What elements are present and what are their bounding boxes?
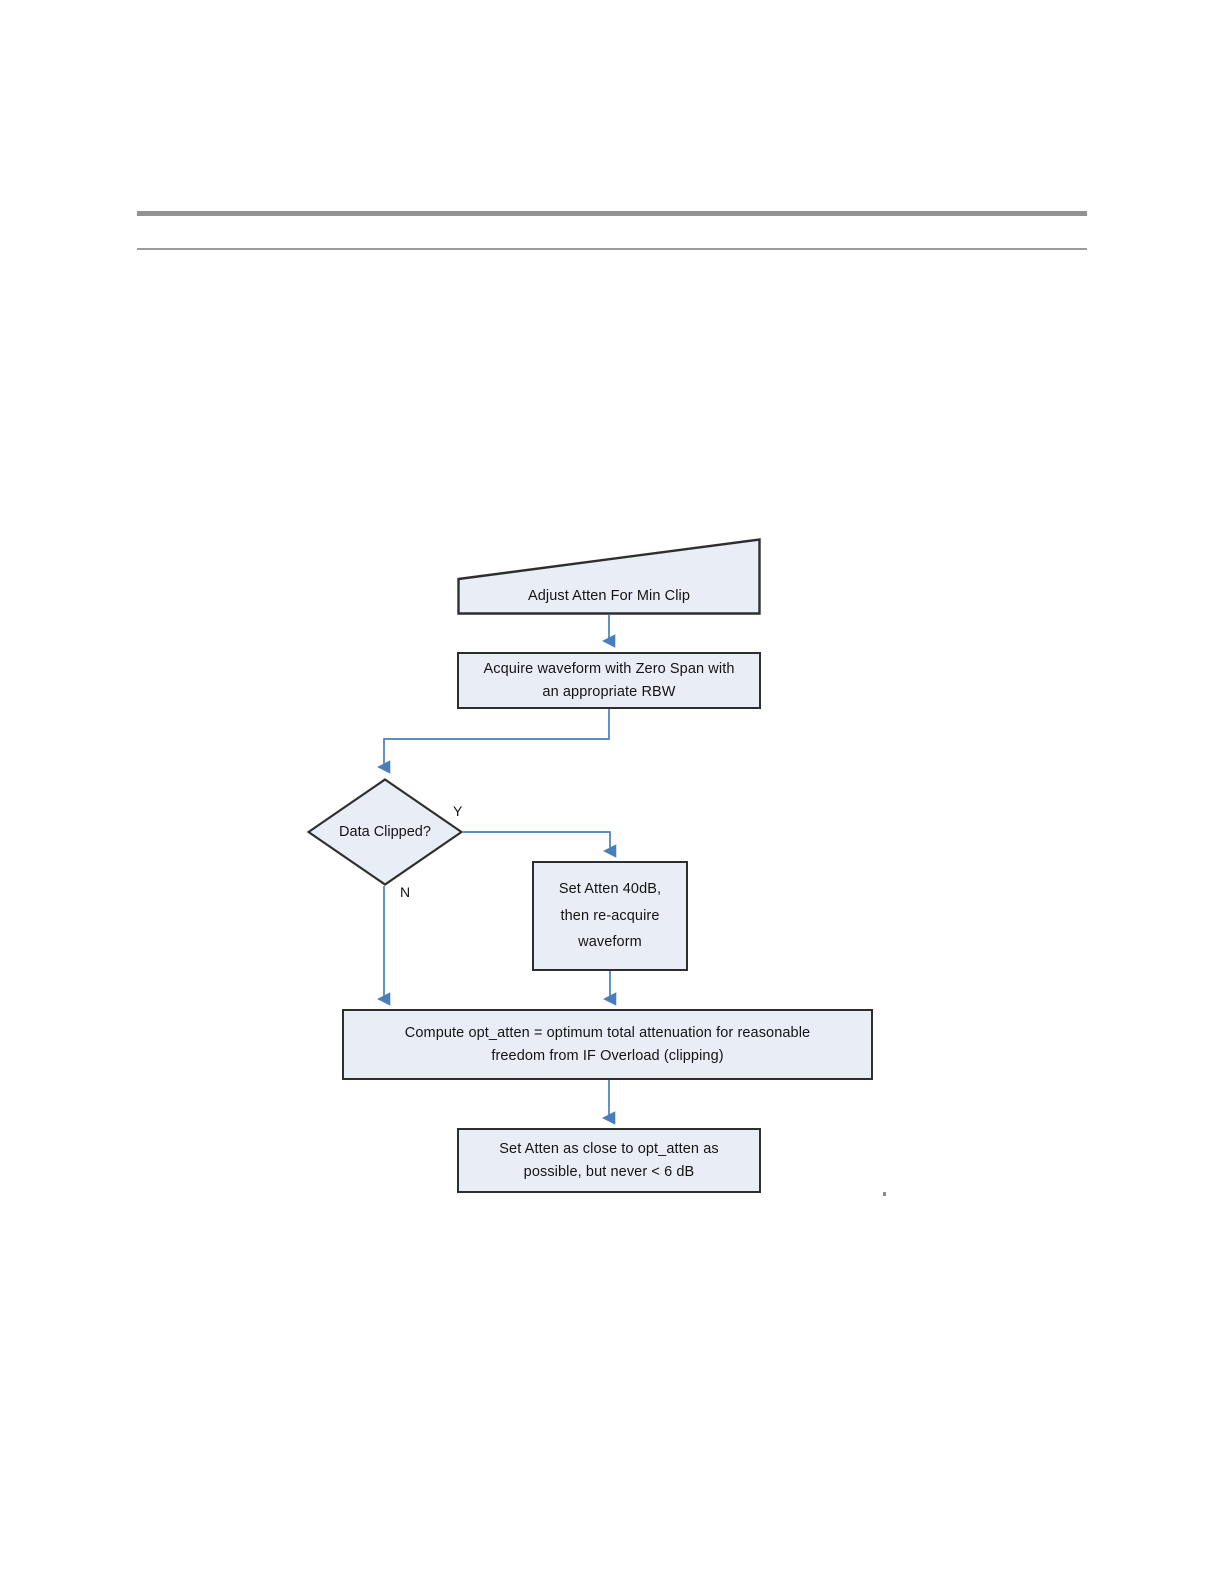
stray-mark	[883, 1192, 886, 1196]
node-label: Compute opt_atten = optimum total attenu…	[405, 1022, 810, 1067]
node-compute-opt-atten[interactable]: Compute opt_atten = optimum total attenu…	[342, 1009, 873, 1080]
banner-shape	[457, 538, 761, 615]
node-set-atten-40db[interactable]: Set Atten 40dB, then re-acquire waveform	[532, 861, 688, 971]
header-rule-thin	[137, 248, 1087, 250]
node-label: Set Atten as close to opt_atten as possi…	[499, 1138, 718, 1183]
node-label-line1: Set Atten as close to opt_atten as	[499, 1141, 719, 1158]
node-acquire-waveform[interactable]: Acquire waveform with Zero Span with an …	[457, 652, 761, 709]
node-label-line1: Compute opt_atten = optimum total attenu…	[404, 1025, 811, 1042]
node-label-line2: possible, but never < 6 dB	[523, 1163, 695, 1180]
node-label-line3: waveform	[578, 934, 642, 951]
node-label: Data Clipped?	[339, 824, 431, 840]
node-label-line1: Acquire waveform with Zero Span with	[483, 661, 735, 678]
edge-acquire-to-decision	[377, 709, 610, 774]
node-label: Acquire waveform with Zero Span with an …	[483, 658, 734, 703]
node-label: Adjust Atten For Min Clip	[527, 587, 691, 604]
node-label-line2: then re-acquire	[560, 907, 660, 924]
node-label: Set Atten 40dB, then re-acquire waveform	[559, 876, 661, 956]
node-data-clipped-decision[interactable]: Data Clipped?	[307, 778, 463, 886]
node-label-line2: freedom from IF Overload (clipping)	[491, 1047, 724, 1064]
edge-label-yes: Y	[453, 803, 463, 819]
node-set-atten-close[interactable]: Set Atten as close to opt_atten as possi…	[457, 1128, 761, 1193]
node-label-line1: Set Atten 40dB,	[558, 880, 662, 897]
edge-decision-yes	[463, 831, 617, 858]
header-rule-thick	[137, 211, 1087, 216]
edge-label-no: N	[400, 884, 411, 900]
node-label-line2: an appropriate RBW	[542, 683, 676, 700]
node-adjust-atten-banner[interactable]: Adjust Atten For Min Clip	[457, 538, 761, 615]
diamond-shape	[307, 778, 463, 886]
